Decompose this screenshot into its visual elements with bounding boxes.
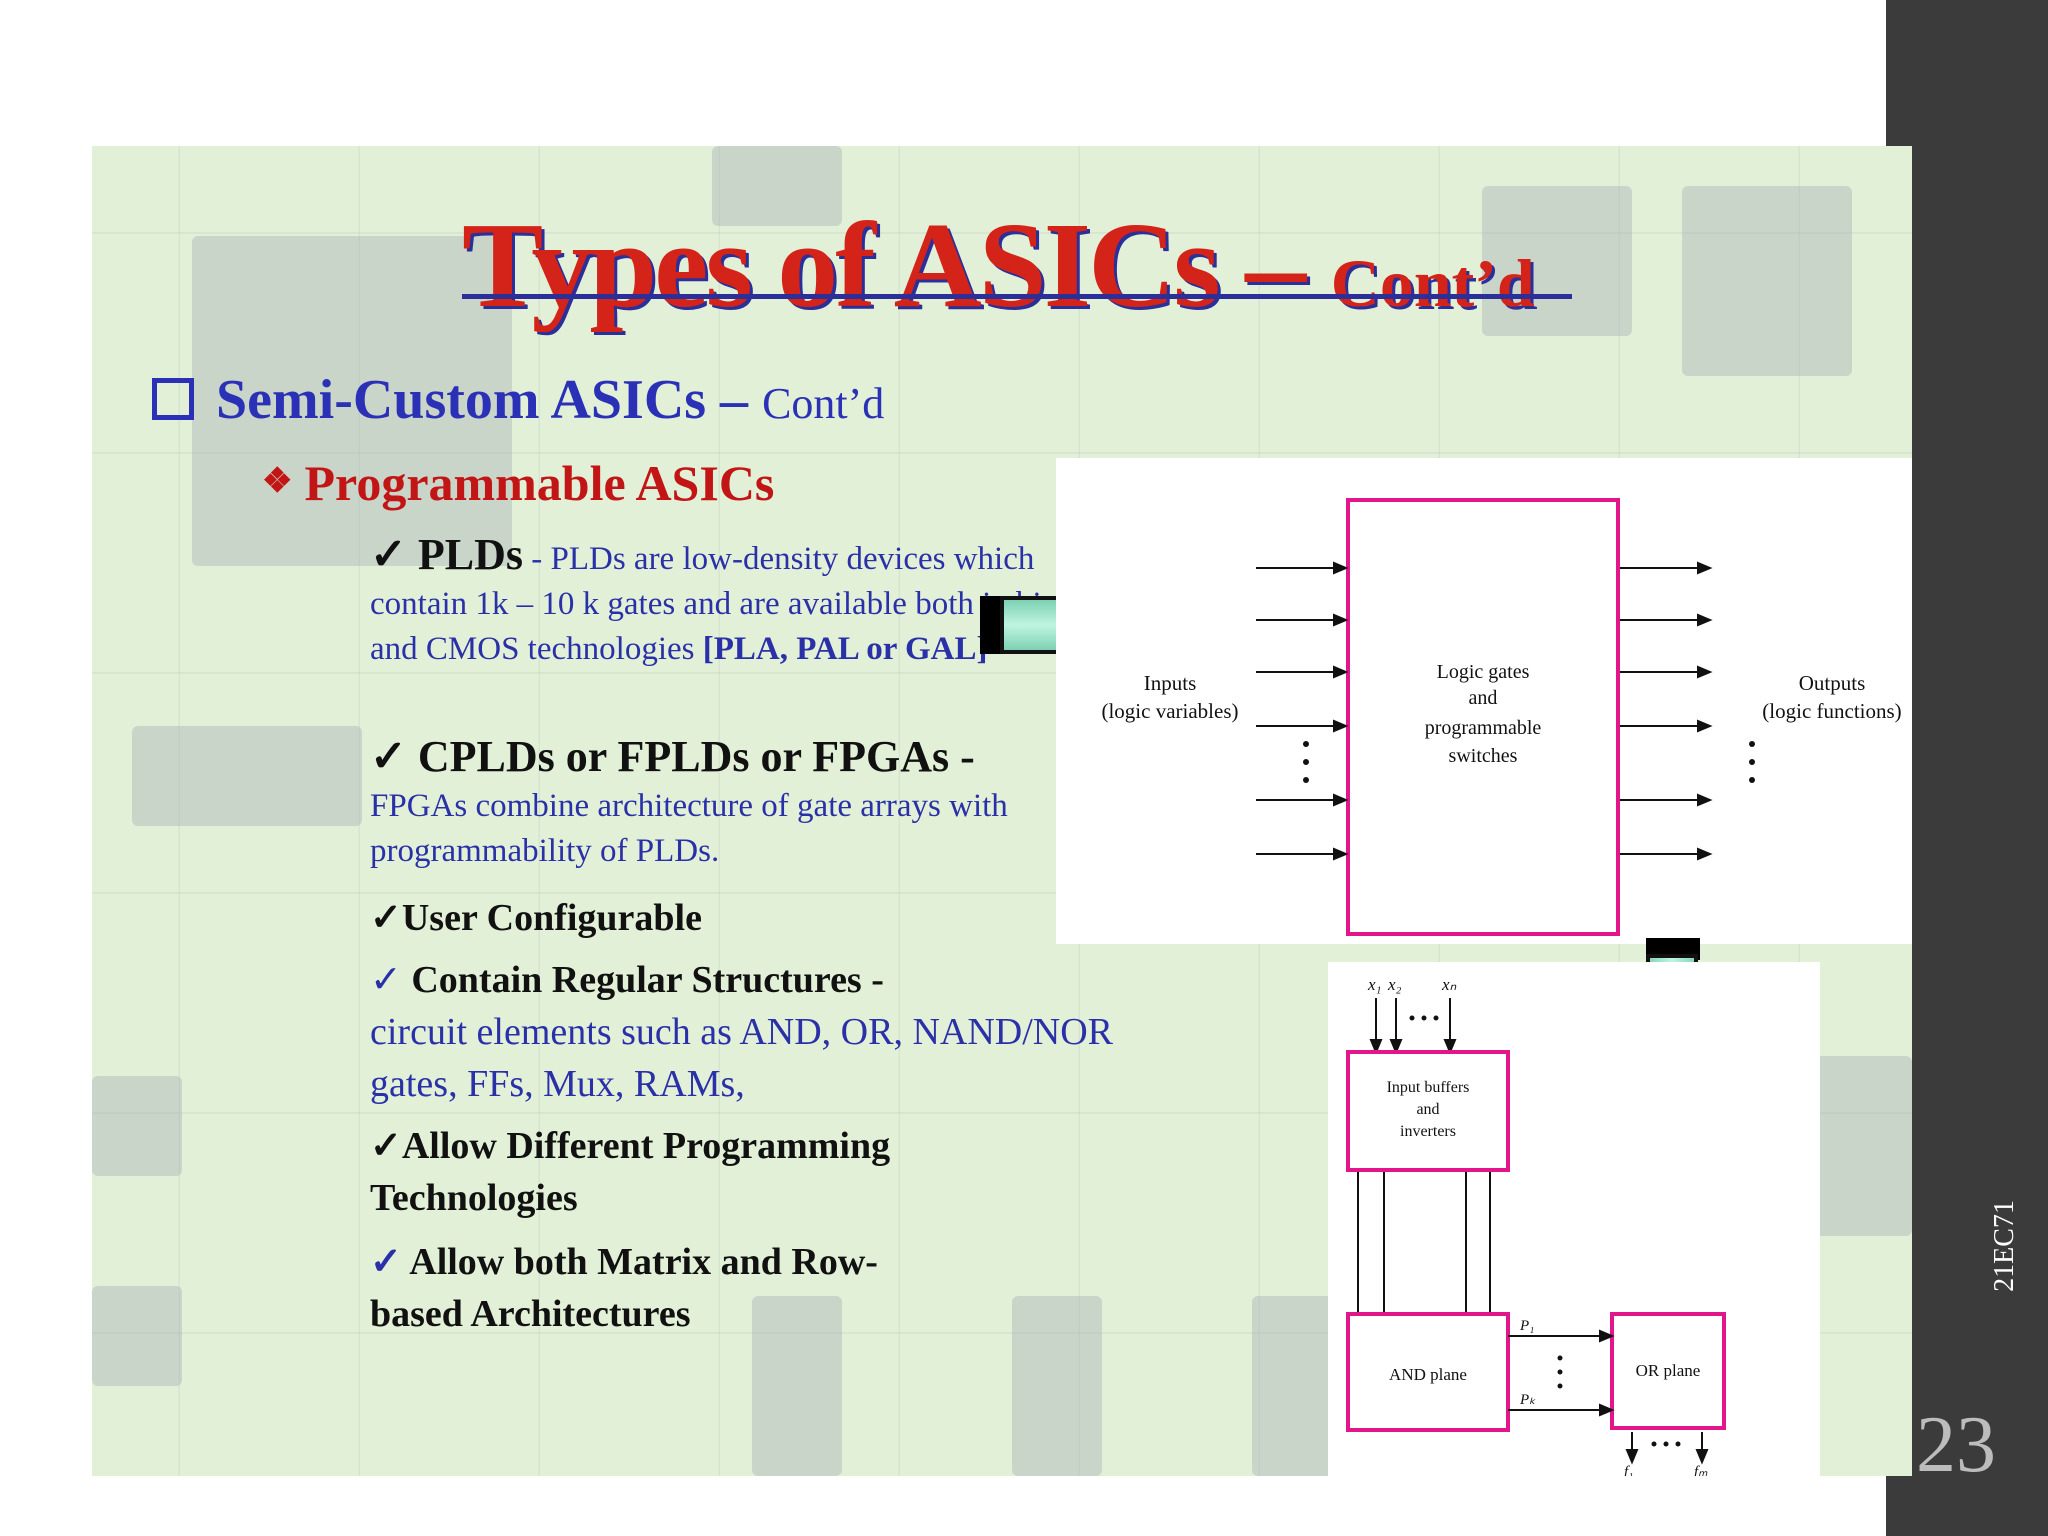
outputs-label: Outputs bbox=[1799, 671, 1866, 695]
bg-chip bbox=[92, 1286, 182, 1386]
ellipsis-icon bbox=[1409, 1015, 1439, 1021]
check-icon: ✓ bbox=[370, 530, 418, 579]
bullet-user-configurable: ✓User Configurable bbox=[370, 892, 1130, 944]
subsection-heading: ❖ Programmable ASICs bbox=[262, 454, 774, 512]
outputs-sublabel: (logic functions) bbox=[1762, 699, 1901, 723]
square-bullet-icon bbox=[152, 378, 194, 421]
bullet-head-dash: - bbox=[949, 732, 975, 781]
product-lines bbox=[1508, 1329, 1615, 1417]
check-icon: ✓ bbox=[370, 959, 412, 1001]
bullet-programming-technologies: ✓Allow Different Programming Technologie… bbox=[370, 1120, 990, 1224]
title-suffix: Cont’d bbox=[1330, 245, 1535, 321]
bg-chip bbox=[712, 146, 842, 226]
bg-chip bbox=[752, 1296, 842, 1476]
bullet-head: Allow both Matrix and Row-based Architec… bbox=[370, 1241, 878, 1335]
bullet-matrix-row: ✓ Allow both Matrix and Row-based Archit… bbox=[370, 1236, 970, 1340]
course-code: 21EC71 bbox=[1989, 1200, 2020, 1292]
check-icon: ✓ bbox=[370, 1241, 410, 1283]
inputs-sublabel: (logic variables) bbox=[1101, 699, 1238, 723]
bg-chip bbox=[1012, 1296, 1102, 1476]
check-icon: ✓ bbox=[370, 1125, 402, 1167]
inputs-label: Inputs bbox=[1144, 671, 1197, 695]
bg-chip bbox=[1682, 186, 1852, 376]
bg-chip bbox=[92, 1076, 182, 1176]
slide-title: Types of ASICs – Cont’d bbox=[462, 196, 1562, 336]
or-plane-box bbox=[1610, 1312, 1726, 1430]
bg-chip bbox=[1252, 1296, 1342, 1476]
section-heading: Semi-Custom ASICs – Cont’d bbox=[152, 368, 884, 432]
bullet-body: FPGAs combine architecture of gate array… bbox=[370, 788, 1008, 869]
section-heading-text: Semi-Custom ASICs – bbox=[216, 369, 763, 431]
bg-chip bbox=[192, 236, 512, 566]
or-plane-label: OR plane bbox=[1636, 1361, 1701, 1380]
input-buffers-label: and bbox=[1416, 1101, 1439, 1118]
section-heading-suffix: Cont’d bbox=[762, 379, 885, 428]
and-plane-label: AND plane bbox=[1389, 1365, 1467, 1384]
ellipsis-icon bbox=[1651, 1441, 1681, 1447]
bullet-regular-structures: ✓ Contain Regular Structures - circuit el… bbox=[370, 954, 1130, 1110]
bullet-head: PLDs bbox=[417, 530, 523, 579]
fm-label: fₘ bbox=[1694, 1464, 1708, 1476]
input-arrows bbox=[1256, 561, 1349, 861]
input-lines bbox=[1369, 998, 1457, 1055]
logic-box bbox=[1346, 498, 1620, 936]
input-ellipsis-icon bbox=[1303, 741, 1309, 783]
check-icon: ✓ bbox=[370, 897, 402, 939]
logic-box-label: programmable bbox=[1425, 717, 1542, 739]
ellipsis-icon bbox=[1557, 1355, 1563, 1389]
logic-box-label: and bbox=[1469, 687, 1498, 709]
input-x2-label: x₂ bbox=[1387, 975, 1402, 994]
output-ellipsis-icon bbox=[1749, 741, 1755, 783]
bullet-head: Allow Different Programming Technologies bbox=[370, 1125, 891, 1219]
input-buffers-box bbox=[1346, 1050, 1510, 1172]
check-icon: ✓ bbox=[370, 732, 418, 781]
bullet-cplds: ✓ CPLDs or FPLDs or FPGAs - FPGAs combine… bbox=[370, 734, 1130, 874]
input-buffers-label: Input buffers bbox=[1387, 1079, 1470, 1096]
f1-label: f₁ bbox=[1624, 1464, 1633, 1476]
title-underline bbox=[462, 294, 1572, 299]
bullet-head: CPLDs or FPLDs or FPGAs bbox=[417, 732, 950, 781]
logic-box-label: Logic gates bbox=[1437, 661, 1530, 683]
bullet-head: User Configurable bbox=[401, 897, 702, 939]
title-main: Types of ASICs – bbox=[462, 198, 1331, 333]
bullet-head: Contain Regular Structures - bbox=[411, 959, 884, 1001]
dark-sidebar bbox=[1886, 0, 2048, 1536]
input-buffers-label: inverters bbox=[1400, 1123, 1456, 1140]
slide-canvas: Types of ASICs – Cont’d Semi-Custom ASIC… bbox=[92, 146, 1912, 1476]
pk-label: Pₖ bbox=[1519, 1392, 1536, 1408]
output-arrows bbox=[1620, 561, 1713, 861]
function-output-lines bbox=[1625, 1432, 1709, 1465]
subsection-heading-text: Programmable ASICs bbox=[304, 455, 775, 511]
input-x1-label: x₁ bbox=[1367, 975, 1381, 994]
bg-chip bbox=[132, 726, 362, 826]
input-xn-label: xₙ bbox=[1441, 975, 1457, 994]
diamond-bullet-icon: ❖ bbox=[262, 463, 293, 500]
bg-chip bbox=[1482, 186, 1632, 336]
pld-block-diagram: Inputs (logic variables) Outputs (logic … bbox=[1056, 458, 1912, 944]
p1-label: P₁ bbox=[1519, 1318, 1534, 1334]
bullet-body: circuit elements such as AND, OR, NAND/N… bbox=[370, 1011, 1114, 1105]
logic-box-label: switches bbox=[1449, 745, 1518, 767]
page-number: 23 bbox=[1916, 1401, 1996, 1489]
pla-structure-diagram: x₁ x₂ xₙ Input buffers and inverters AND… bbox=[1328, 962, 1820, 1476]
bullet-bold-tail: [PLA, PAL or GAL] bbox=[702, 631, 988, 667]
and-plane-box bbox=[1346, 1312, 1510, 1432]
